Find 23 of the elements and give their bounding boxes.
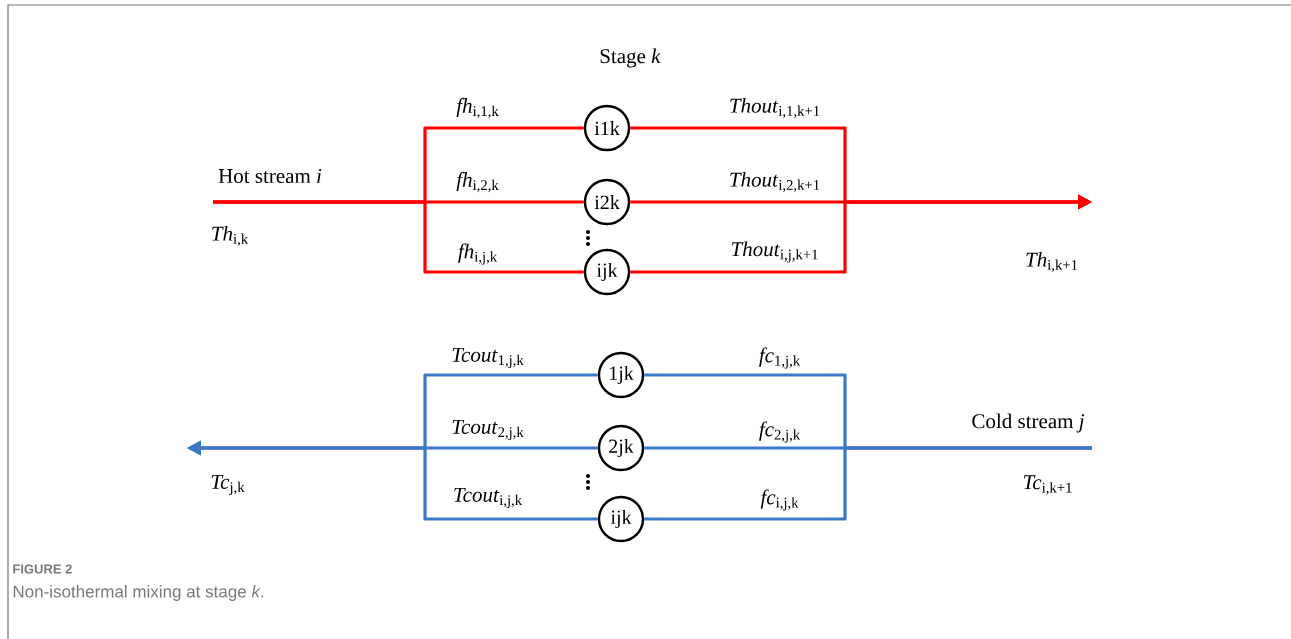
edge-label: fc$_{1,j,k}$ (759, 347, 801, 369)
stream-line (213, 200, 584, 274)
stream-label: Th$_{i,k}$ (212, 225, 249, 247)
edge-label: Thout$_{i,1,k+1}$ (730, 97, 820, 119)
stream-label: Tc$_{j,k}$ (211, 474, 245, 496)
stream-label: Cold streamj (972, 413, 1085, 433)
edge-label: Tcout$_{2,j,k}$ (452, 419, 524, 441)
edge-label: fc$_{i,j,k}$ (760, 489, 799, 511)
edge-label: Tcout$_{i,j,k}$ (454, 487, 523, 509)
figure-number: FIGURE 2 (13, 564, 72, 574)
stream-label: Hot stream i (218, 168, 322, 184)
edge-label: Tcout$_{1,j,k}$ (452, 347, 524, 369)
edge-label: fh$_{i,1,k}$ (456, 97, 499, 119)
stream-label: Stage k (600, 48, 661, 68)
edge-label: Thout$_{i,j,k+1}$ (731, 241, 818, 263)
stream-line (644, 446, 1092, 521)
figure-caption: Non-isothermal mixing at stage k. (13, 585, 264, 601)
edge-label: fh$_{i,j,k}$ (458, 243, 498, 265)
edge-label: fh$_{i,2,k}$ (456, 171, 499, 193)
edge-label: Thout$_{i,2,k+1}$ (730, 171, 820, 193)
stream-label: Th$_{i,k+1}$ (1026, 251, 1078, 273)
edge-label: fc$_{2,j,k}$ (759, 421, 801, 443)
stream-label: Tc$_{i,k+1}$ (1024, 475, 1072, 495)
